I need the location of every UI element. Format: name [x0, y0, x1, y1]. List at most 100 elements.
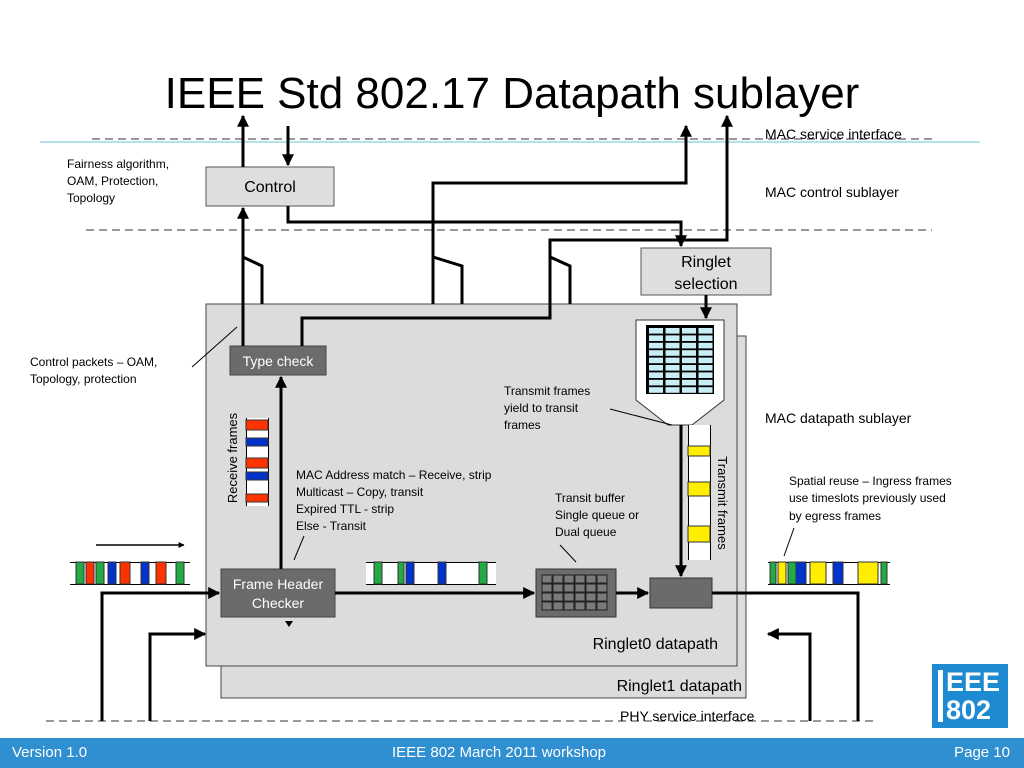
frame-cell [769, 561, 777, 585]
mac-control-sublayer-label: MAC control sublayer [765, 184, 899, 200]
ringlet1-datapath-label: Ringlet1 datapath [617, 678, 742, 695]
transit-frames-strip [366, 561, 496, 585]
footer-bar: Version 1.0 IEEE 802 March 2011 workshop… [0, 738, 1024, 768]
frame-cell [107, 561, 117, 585]
control-box [205, 166, 335, 207]
transit-buffer-note-3: Dual queue [555, 525, 617, 539]
fairness-note-2: OAM, Protection, [67, 174, 158, 188]
buffer-cell [585, 574, 597, 584]
frame-cell [245, 437, 269, 447]
transmit-queue-grid [649, 328, 713, 393]
queue-cell [665, 387, 680, 393]
buffer-cell [574, 583, 586, 593]
queue-cell [698, 335, 713, 341]
control-packets-leader [191, 326, 238, 368]
buffer-cell [596, 601, 608, 611]
frame-header-checker-label-1: Frame Header [233, 576, 324, 592]
buffer-cell [574, 574, 586, 584]
queue-cell [649, 328, 663, 334]
frame-cell [95, 561, 105, 585]
queue-cell [649, 350, 663, 356]
frame-cell [85, 561, 95, 585]
page-title: IEEE Std 802.17 Datapath sublayer [165, 69, 860, 118]
mac-service-interface-label: MAC service interface [765, 126, 902, 142]
queue-cell [698, 365, 713, 371]
frame-cell [119, 561, 131, 585]
strip-border [768, 562, 890, 563]
ringlet1-egress-line [766, 628, 812, 721]
checker-input-arrow [285, 621, 293, 627]
control-packets-note-1: Control packets – OAM, [30, 355, 157, 369]
frame-cell [245, 419, 269, 431]
queue-cell [665, 372, 680, 378]
queue-cell [649, 387, 663, 393]
transit-buffer-grid [541, 574, 608, 611]
logo-line-1: EEE [946, 667, 1001, 697]
ringlet-selection-box [640, 247, 772, 296]
buffer-cell [563, 574, 575, 584]
queue-cell [665, 379, 680, 386]
ingress-line [100, 587, 221, 721]
frame-cell [140, 561, 150, 585]
type-check-label: Type check [243, 353, 315, 369]
queue-cell [665, 335, 680, 341]
frame-cell [687, 481, 711, 497]
logo-line-2: 802 [946, 695, 992, 725]
phy-service-interface-label: PHY service interface [620, 708, 755, 724]
queue-cell [665, 342, 680, 349]
frame-header-checker-label-2: Checker [252, 595, 304, 611]
buffer-cell [596, 583, 608, 593]
spatial-reuse-note-1: Spatial reuse – Ingress frames [789, 474, 952, 488]
queue-cell [649, 342, 663, 349]
strip-border [366, 584, 496, 585]
footer-page: Page 10 [954, 744, 1010, 761]
frame-cell [437, 561, 447, 585]
control-packets-note-2: Topology, protection [30, 372, 137, 386]
spatial-reuse-note-2: use timeslots previously used [789, 491, 946, 505]
queue-cell [682, 379, 696, 386]
strip-border [366, 562, 496, 563]
mac-rules-note-2: Multicast – Copy, transit [296, 485, 424, 499]
ringlet-selection-label-1: Ringlet [681, 254, 731, 271]
transmit-frames-label: Transmit frames [715, 456, 730, 550]
queue-cell [682, 342, 696, 349]
buffer-cell [563, 592, 575, 602]
frame-cell [245, 493, 269, 503]
transit-buffer-note-1: Transit buffer [555, 491, 625, 505]
buffer-cell [585, 592, 597, 602]
queue-cell [649, 335, 663, 341]
queue-cell [698, 357, 713, 364]
ringlet-selection-label-2: selection [674, 276, 737, 293]
mac-datapath-sublayer-label: MAC datapath sublayer [765, 410, 912, 426]
transmit-frames-strip [687, 425, 711, 560]
queue-cell [665, 350, 680, 356]
buffer-cell [563, 583, 575, 593]
buffer-cell [585, 601, 597, 611]
fairness-note-3: Topology [67, 191, 115, 205]
buffer-cell [552, 583, 564, 593]
frame-cell [373, 561, 383, 585]
buffer-cell [563, 601, 575, 611]
queue-cell [649, 357, 663, 364]
buffer-cell [541, 574, 553, 584]
footer-event: IEEE 802 March 2011 workshop [392, 744, 607, 761]
queue-cell [649, 379, 663, 386]
frame-cell [777, 561, 787, 585]
spatial-reuse-leader [783, 527, 795, 557]
frame-cell [245, 457, 269, 469]
transit-buffer-note-2: Single queue or [555, 508, 639, 522]
frame-cell [857, 561, 879, 585]
frame-cell [405, 561, 415, 585]
transmit-yield-note-1: Transmit frames [504, 384, 590, 398]
transmit-yield-note-3: frames [504, 418, 541, 432]
queue-cell [682, 372, 696, 378]
buffer-cell [596, 592, 608, 602]
queue-cell [698, 372, 713, 378]
frame-cell [832, 561, 844, 585]
frame-cell [245, 471, 269, 481]
typecheck-to-service-line [300, 116, 727, 346]
footer-version: Version 1.0 [12, 744, 88, 761]
queue-cell [649, 365, 663, 371]
buffer-cell [552, 574, 564, 584]
